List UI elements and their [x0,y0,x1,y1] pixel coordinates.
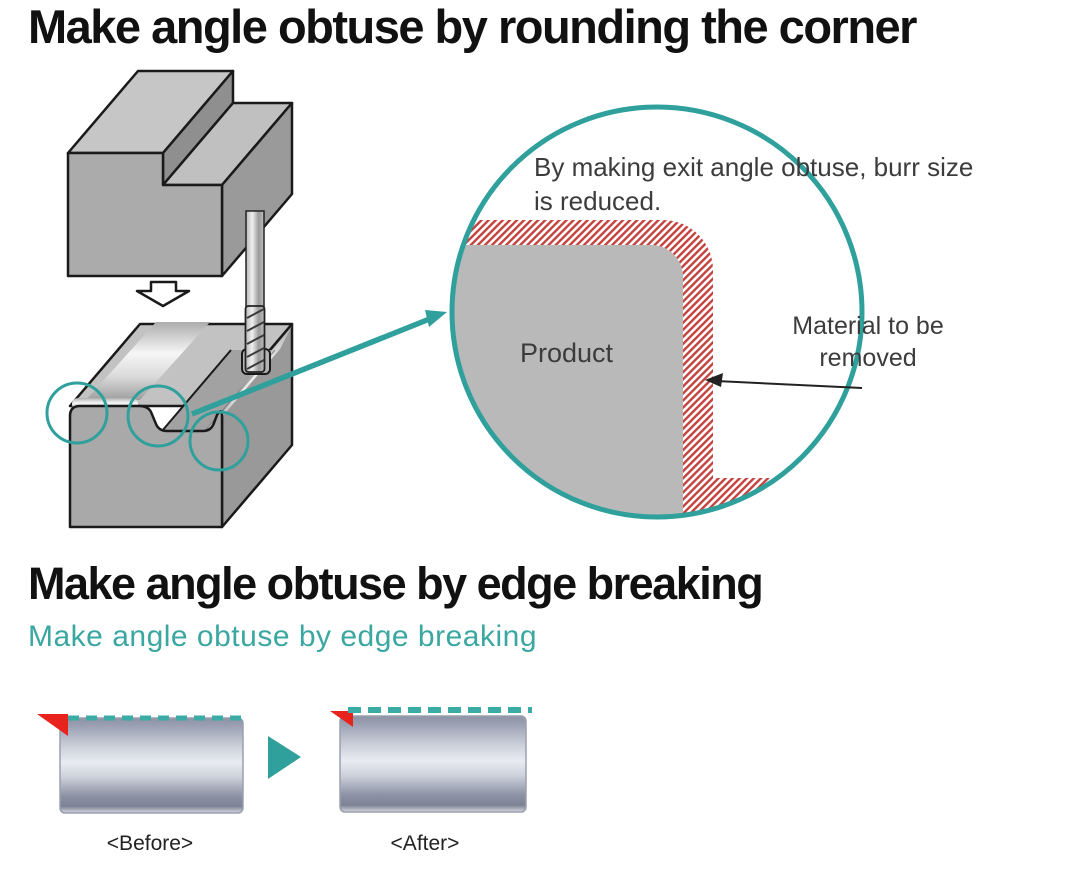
corner-highlight-circles [45,381,250,472]
left-ridge-highlight [86,322,210,400]
before-burr-triangle [37,714,68,736]
upper-die-block [66,69,294,278]
highlight-circle-middle [126,384,190,448]
zoom-arrow [190,310,447,417]
transition-arrow-icon [268,736,301,779]
before-label: <Before> [106,832,194,855]
material-label: Material to be removed [792,312,944,372]
after-burr-triangle [330,711,353,727]
pointer-arrow [705,373,863,389]
product-shape [452,245,683,517]
down-arrow-icon [135,280,191,308]
product-label: Product [520,338,614,368]
highlight-circle-right [188,410,250,472]
end-mill-cutter [244,210,266,373]
after-bar [339,715,527,813]
section-edge-breaking-title: Make angle obtuse by edge breaking [28,558,764,609]
detail-circle-outline [449,104,865,520]
after-bar-group [330,707,532,813]
after-label: <After> [390,832,460,855]
highlight-circle-left [45,381,109,445]
material-hatch [452,220,778,513]
section-rounding-title: Make angle obtuse by rounding the corner [28,0,917,53]
workpiece-block [68,322,294,529]
before-bar [59,717,244,814]
before-bar-group [37,714,244,814]
section-edge-breaking-subtitle: Make angle obtuse by edge breaking [28,620,538,653]
detail-caption: By making exit angle obtuse, burr size i… [534,152,974,216]
